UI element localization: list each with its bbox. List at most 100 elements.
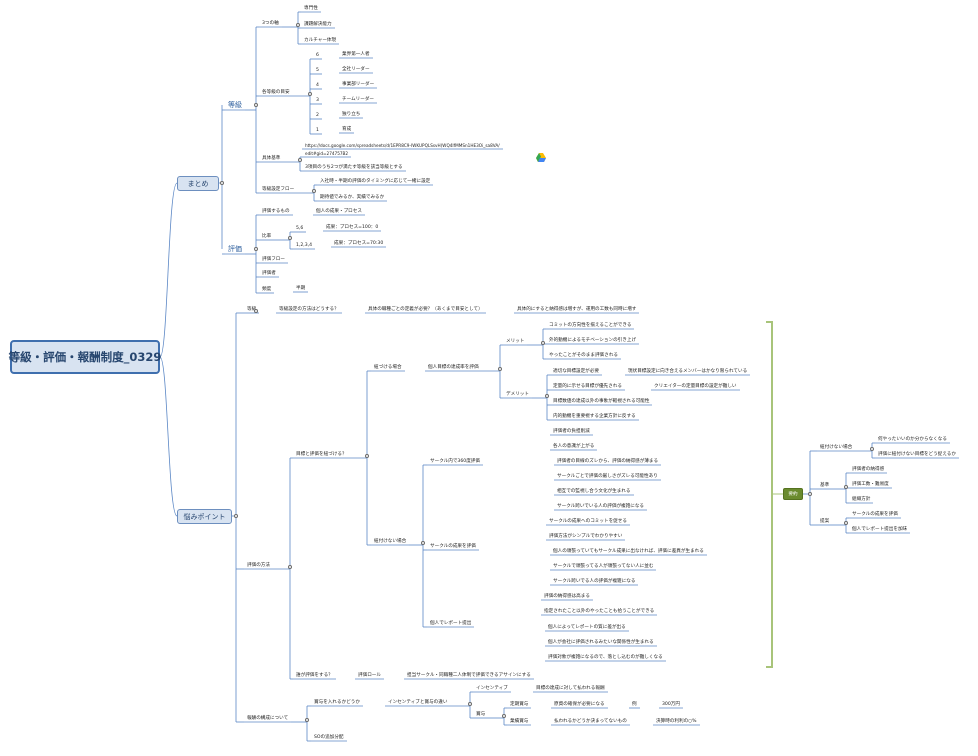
google-drive-icon[interactable] [536,147,546,166]
node-settei-1[interactable]: 入社時・半期の評価のタイミングに応じて一緒に設定 [320,179,431,184]
grade-6[interactable]: 6 [316,53,319,58]
circle-seika-demerit-1[interactable]: 個人の頑張っていてもサークル成果に出なければ、評価に差異が生まれる [553,549,704,554]
collapse-toggle[interactable] [808,492,812,496]
node-hyoka-hoho[interactable]: 評価の方法 [247,563,270,568]
collapse-toggle[interactable] [234,514,238,518]
node-n-tokyu-1[interactable]: 等級設定の方法はどうする？ [279,307,339,312]
summary-kijun[interactable]: 基準 [820,483,830,488]
circle-seika-merit-1[interactable]: サークルの成果へのコミットを促せる [549,519,627,524]
summary-kijun-3[interactable]: 組織方針 [852,497,871,502]
circle360-demerit-2[interactable]: サークルごとで評価の厳しさがズレる可能性あり [557,474,658,479]
collapse-toggle[interactable] [545,394,549,398]
node-settei[interactable]: 等級設定フロー [262,187,295,192]
grade-3-label[interactable]: チームリーダー [342,97,375,102]
collapse-toggle[interactable] [498,367,502,371]
node-mittsu[interactable]: 3つの軸 [262,21,279,26]
grade-1[interactable]: 1 [316,128,319,133]
node-gyoseki-value-2[interactable]: 決算時の利利の○% [656,719,697,724]
collapse-toggle[interactable] [288,236,292,240]
node-kojin-tassei[interactable]: 個人目標の達成率を評価 [428,365,479,370]
node-teiki-value[interactable]: 原資の確保が必要になる [554,702,605,707]
node-circle-seika[interactable]: サークルの成果を評価 [430,544,476,549]
node-culture[interactable]: カルチャー体現 [304,38,337,43]
collapse-toggle[interactable] [296,23,300,27]
node-report[interactable]: 個人でレポート提出 [430,621,472,626]
node-hyoka-mono-value[interactable]: 個人の成果・プロセス [316,209,362,214]
collapse-toggle[interactable] [870,447,874,451]
grade-4-label[interactable]: 事業部リーダー [342,82,375,87]
node-senmon[interactable]: 専門性 [304,6,318,11]
node-rei-value[interactable]: 300万円 [662,702,680,707]
grade-4[interactable]: 4 [316,83,319,88]
node-shoyo[interactable]: 賞与 [476,712,486,717]
collapse-toggle[interactable] [844,485,848,489]
collapse-toggle[interactable] [308,92,312,96]
node-hyokasha[interactable]: 評価者 [262,271,276,276]
circle360-demerit-4[interactable]: サークル跨いでいる人の評価が複雑になる [557,504,645,509]
circle-seika-demerit-2[interactable]: サークルで頑張ってる人が頑張ってない人に並む [553,564,654,569]
grade-2[interactable]: 2 [316,113,319,118]
node-n-tokyu-3[interactable]: 具体的にすると納得感は増すが、運用の工数も同時に増す [517,307,637,312]
node-hoshu[interactable]: 報酬の構成について [247,716,289,721]
root-topic[interactable]: 等級・評価・報酬制度_0329 [9,340,161,374]
grade-1-label[interactable]: 育成 [342,127,352,132]
summary-label[interactable]: 要約 [783,488,803,500]
node-teiki[interactable]: 定期賞与 [510,702,529,707]
node-n-tokyu[interactable]: 等級 [247,307,257,312]
demerit-1-2b[interactable]: クリエイターの定量目標の設定が難しい [654,384,737,389]
report-demerit-2[interactable]: 個人が会社に評価されるみたいな関係性が生まれる [548,640,654,645]
node-hiritsu[interactable]: 比率 [262,234,272,239]
node-gyoseki[interactable]: 業績賞与 [510,719,529,724]
summary-teian-2[interactable]: 個人でレポート提出を加味 [852,527,908,532]
demerit-1-1b[interactable]: 現状目標設定に向き合えるメンバーはかなり限られている [628,369,748,374]
node-so[interactable]: SOの追加分配 [314,735,344,740]
branch-hyoka[interactable]: 評価 [228,245,242,253]
grade-3[interactable]: 3 [316,98,319,103]
circle360-demerit-1[interactable]: 評価者の目線のズレから、評価の納得感が薄まる [557,459,659,464]
merit-1-1[interactable]: コミットの方向性を揃えることができる [549,323,632,328]
collapse-toggle[interactable] [254,309,258,313]
label-demerit-1[interactable]: デメリット [506,392,529,397]
circle360-merit-1[interactable]: 評価者の負担削減 [553,429,590,434]
grade-5[interactable]: 5 [316,68,319,73]
circle360-merit-2[interactable]: 各人の意識が上がる [553,444,595,449]
ratio-1234[interactable]: 1,2,3,4 [296,243,313,248]
node-shoyo-question[interactable]: 賞与を入れるかどうか [314,700,360,705]
collapse-toggle[interactable] [220,181,224,185]
summary-teian[interactable]: 提案 [820,519,830,524]
grade-6-label[interactable]: 業界第一人者 [342,52,370,57]
summary-teian-1[interactable]: サークルの成果を評価 [852,512,898,517]
node-incentive-value[interactable]: 目標の達成に対して払われる報酬 [536,686,605,691]
topic-nayami[interactable]: 悩みポイント [177,509,232,524]
node-gutai-rule[interactable]: 3項目のうち2つが満たす等級を該当等級とする [305,165,403,170]
ratio-56[interactable]: 5,6 [296,226,304,231]
report-merit-1[interactable]: 評価の納得感は高まる [544,594,590,599]
collapse-toggle[interactable] [254,103,258,107]
grade-5-label[interactable]: 全社リーダー [342,67,370,72]
node-flow[interactable]: 評価フロー [262,257,285,262]
circle360-demerit-3[interactable]: 相互での監視し合う文化が生まれる [557,489,631,494]
collapse-toggle[interactable] [844,521,848,525]
branch-tokyu[interactable]: 等級 [228,101,242,109]
node-role-value[interactable]: 担当サークル・同職種二人体制で評価できるアサインにする [407,673,531,678]
node-hindo-value[interactable]: 半期 [296,286,306,291]
node-role[interactable]: 評価ロール [358,673,381,678]
demerit-1-1[interactable]: 適切な目標設定が必要 [553,369,599,374]
summary-not-1[interactable]: 何やったいいのか分からなくなる [878,437,947,442]
merit-1-3[interactable]: やったことがそのまま評価される [549,353,618,358]
collapse-toggle[interactable] [298,158,302,162]
spreadsheet-link[interactable]: https://docs.google.com/spreadsheets/d/1… [305,143,500,148]
node-n-tokyu-2[interactable]: 具体の職種ごとの定義が必要？（あくまで目安として） [368,307,483,312]
node-kadai[interactable]: 課題解決能力 [304,22,332,27]
collapse-toggle[interactable] [305,718,309,722]
demerit-1-3[interactable]: 目標数値の達成以外の事象が軽視される可能性 [553,399,650,404]
collapse-toggle[interactable] [421,541,425,545]
node-settei-2[interactable]: 期待値でみるか、実績でみるか [320,195,385,200]
node-mokuhyo-question[interactable]: 目標と評価を紐づける？ [296,452,347,457]
summary-kijun-1[interactable]: 評価者の納得感 [852,467,885,472]
ratio-1234-value[interactable]: 成果：プロセス=70:30 [334,241,384,246]
node-himozukeru[interactable]: 紐づける場合 [374,365,402,370]
collapse-toggle[interactable] [468,702,472,706]
node-gyoseki-value[interactable]: 払われるかどうか決まってないもの [554,719,627,724]
circle-seika-merit-2[interactable]: 評価方法がシンプルでわかりやすい [549,534,623,539]
